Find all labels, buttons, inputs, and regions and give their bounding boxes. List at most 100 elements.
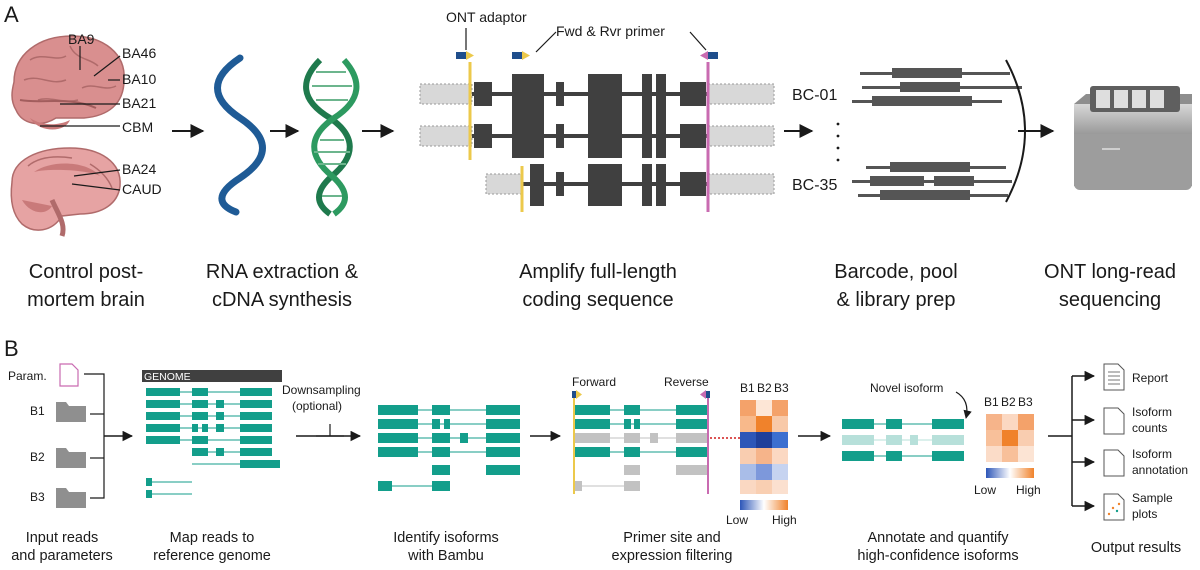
downsampling-label-line2: (optional) xyxy=(292,399,342,413)
output-sample-plots-line2: plots xyxy=(1132,507,1157,521)
primer-label: Fwd & Rvr primer xyxy=(556,23,665,39)
caption-primer-line1: Primer site and xyxy=(623,530,721,546)
heatmap-2-col-b1: B1 xyxy=(984,395,999,409)
novel-isoform-label: Novel isoform xyxy=(870,381,943,395)
annotated-isoforms xyxy=(842,419,964,461)
brain-label-pointers xyxy=(40,46,121,191)
brain-label-cbm: CBM xyxy=(122,119,153,135)
panel-b-captions: Input reads and parameters Map reads to … xyxy=(11,530,1181,564)
lower-brain-illustration xyxy=(10,147,121,237)
adaptor-glyph-left xyxy=(456,51,474,60)
mapped-read-introns xyxy=(152,391,240,495)
brain-label-ba21: BA21 xyxy=(122,95,156,111)
panel-b-letter: B xyxy=(4,336,19,361)
caption-primer-line2: expression filtering xyxy=(612,548,733,564)
output-sample-plots-line1: Sample xyxy=(1132,491,1173,505)
report-icon xyxy=(1103,363,1125,391)
pool-bracket xyxy=(1005,59,1026,203)
panel-a-captions: Control post- mortem brain RNA extractio… xyxy=(27,261,1176,311)
barcoded-read-bars xyxy=(852,68,1022,200)
brain-label-ba46: BA46 xyxy=(122,45,156,61)
primer-pointer-right xyxy=(689,31,707,51)
caption-rna-line1: RNA extraction & xyxy=(206,261,359,283)
b3-folder-icon xyxy=(56,488,86,508)
primer-pointer-left xyxy=(535,31,557,53)
input-param-label: Param. xyxy=(8,369,47,383)
input-b1-label: B1 xyxy=(30,404,45,418)
caption-rna-line2: cDNA synthesis xyxy=(212,289,352,311)
panel-a-letter: A xyxy=(4,2,19,27)
input-b3-label: B3 xyxy=(30,490,45,504)
amplified-transcripts xyxy=(419,62,775,212)
brain-label-caud: CAUD xyxy=(122,181,162,197)
input-b2-label: B2 xyxy=(30,450,45,464)
rna-strand-icon xyxy=(214,54,266,216)
heatmap-2-col-b2: B2 xyxy=(1001,395,1016,409)
heatmap-1 xyxy=(740,400,788,510)
reverse-label: Reverse xyxy=(664,375,709,389)
heatmap-1-low-label: Low xyxy=(726,513,748,527)
heatmap-1-high-label: High xyxy=(772,513,797,527)
caption-barcode-line2: & library prep xyxy=(837,289,956,311)
caption-ont-line1: ONT long-read xyxy=(1044,261,1176,283)
isoform-counts-icon xyxy=(1103,407,1125,435)
brain-label-ba9: BA9 xyxy=(68,31,95,47)
output-isoform-annotation-line2: annotation xyxy=(1132,463,1188,477)
novel-isoform-pointer xyxy=(955,391,972,419)
caption-map-line1: Map reads to xyxy=(170,530,255,546)
caption-input-line2: and parameters xyxy=(11,548,113,564)
genome-label: GENOME xyxy=(144,371,191,383)
heatmap-2-low-label: Low xyxy=(974,483,996,497)
downsampling-marker xyxy=(316,424,344,437)
forward-primer-glyph xyxy=(572,390,582,399)
caption-input-line1: Input reads xyxy=(26,530,99,546)
output-isoform-annotation-line1: Isoform xyxy=(1132,447,1172,461)
output-labels: Report Isoform counts Isoform annotation… xyxy=(1132,371,1188,521)
ont-adaptor-label: ONT adaptor xyxy=(446,9,527,25)
output-report-label: Report xyxy=(1132,371,1169,385)
caption-annotate-line1: Annotate and quantify xyxy=(867,530,1009,546)
upper-brain-illustration xyxy=(11,35,125,130)
output-bracket xyxy=(1071,370,1096,512)
b1-folder-icon xyxy=(56,402,86,422)
caption-output: Output results xyxy=(1091,540,1181,556)
caption-amplify-line2: coding sequence xyxy=(522,289,673,311)
reverse-primer-glyph xyxy=(700,390,710,399)
heatmap-2-col-b3: B3 xyxy=(1018,395,1033,409)
genome-bar xyxy=(142,370,282,382)
caption-ont-line2: sequencing xyxy=(1059,289,1161,311)
input-bracket xyxy=(84,373,105,499)
caption-barcode-line1: Barcode, pool xyxy=(834,261,957,283)
ont-sequencer-icon xyxy=(1074,86,1192,190)
isoform-annotation-icon xyxy=(1103,449,1125,477)
caption-identify-line2: with Bambu xyxy=(407,548,484,564)
barcode-bc01-label: BC-01 xyxy=(792,87,837,104)
barcode-ellipsis xyxy=(836,122,840,162)
filtered-isoforms xyxy=(573,398,740,494)
barcode-bc35-label: BC-35 xyxy=(792,177,837,194)
caption-annotate-line2: high-confidence isoforms xyxy=(857,548,1018,564)
param-file-icon xyxy=(59,363,79,387)
heatmap-1-col-b3: B3 xyxy=(774,381,789,395)
brain-region-labels: BA9 BA46 BA10 BA21 CBM BA24 CAUD xyxy=(68,31,162,197)
primer-glyph-fwd xyxy=(512,51,530,60)
heatmap-2-col-labels: B1 B2 B3 xyxy=(984,395,1033,409)
heatmap-1-col-labels: B1 B2 B3 xyxy=(740,381,789,395)
brain-label-ba24: BA24 xyxy=(122,161,156,177)
caption-map-line2: reference genome xyxy=(153,548,271,564)
output-isoform-counts-line2: counts xyxy=(1132,421,1167,435)
cdna-helix-icon xyxy=(303,57,360,217)
caption-amplify-line1: Amplify full-length xyxy=(519,261,677,283)
output-isoform-counts-line1: Isoform xyxy=(1132,405,1172,419)
caption-brain-line1: Control post- xyxy=(29,261,144,283)
b2-folder-icon xyxy=(56,448,86,468)
forward-label: Forward xyxy=(572,375,616,389)
primer-glyph-rvr xyxy=(700,51,718,60)
heatmap-1-col-b1: B1 xyxy=(740,381,755,395)
sample-plots-icon xyxy=(1103,493,1125,521)
heatmap-1-col-b2: B2 xyxy=(757,381,772,395)
heatmap-2 xyxy=(986,414,1034,478)
heatmap-2-high-label: High xyxy=(1016,483,1041,497)
identified-isoforms xyxy=(378,405,520,491)
